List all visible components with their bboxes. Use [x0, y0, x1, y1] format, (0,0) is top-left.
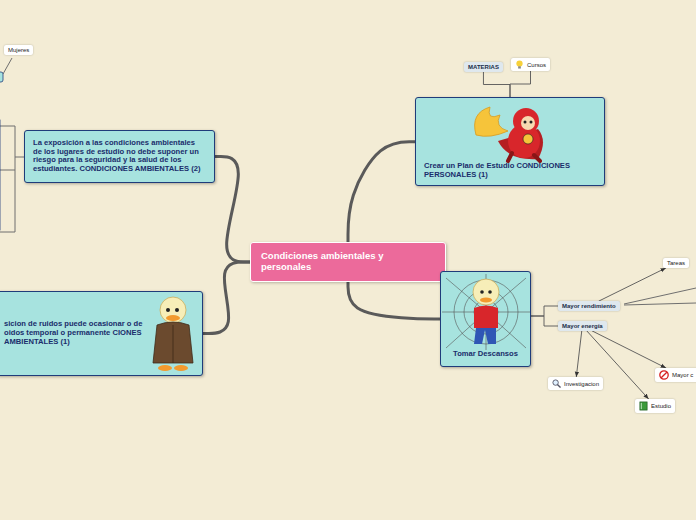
drawing-part	[640, 403, 642, 409]
hero-illustration	[468, 101, 560, 163]
drawing-part	[166, 315, 180, 321]
drawing-part	[480, 290, 484, 294]
branch-lines	[0, 58, 696, 305]
leaf-chip: Investigacion	[548, 377, 603, 390]
drawing-part	[474, 328, 496, 344]
topic-box: Crear un Plan de Estudio CONDICIONES PER…	[415, 97, 605, 186]
drawing-part	[160, 297, 186, 323]
mujeres-line	[3, 58, 12, 74]
topic-box: La exposición a las condiciones ambienta…	[24, 130, 215, 183]
drawing-part	[475, 107, 508, 136]
drawing-part	[173, 325, 174, 363]
drawing-part	[454, 280, 518, 344]
main-branch	[215, 156, 250, 261]
book-icon	[639, 401, 648, 411]
arrow-connector	[599, 268, 666, 301]
node-label: MATERIAS	[468, 64, 499, 70]
leaf-chip: Estudio	[635, 399, 675, 413]
drawing-part	[524, 121, 527, 124]
branch-line	[531, 306, 558, 316]
main-branch	[348, 282, 440, 319]
node-label: Cursos	[527, 62, 546, 68]
drawing-part	[516, 60, 522, 66]
subtopic-chip: Mayor rendimiento	[558, 301, 620, 311]
offscreen-node	[0, 72, 3, 82]
node-text: La exposición a las condiciones ambienta…	[33, 139, 206, 174]
subtopic-chip: Mayor energía	[558, 321, 607, 331]
node-label: Estudio	[651, 403, 671, 409]
node-text: Tomar Descansos	[445, 350, 526, 359]
node-text: sicion de ruidos puede ocasionar o de oi…	[4, 320, 144, 346]
drawing-part	[557, 384, 560, 387]
arrow-connector	[576, 331, 581, 377]
drawing-part	[166, 308, 170, 312]
no-entry-icon	[659, 370, 669, 380]
leaf-chip: Tareas	[663, 258, 689, 268]
subtopic-chip: Cursos	[511, 58, 550, 71]
node-label: Mayor c	[672, 372, 693, 378]
spider-illustration	[442, 274, 530, 350]
branch-line	[531, 316, 558, 326]
main-branch	[203, 262, 250, 334]
subtopic-chip: MATERIAS	[464, 62, 503, 72]
topic-box: sicion de ruidos puede ocasionar o de oi…	[0, 291, 203, 376]
drawing-part	[474, 306, 498, 329]
drawing-part	[480, 298, 492, 303]
drawing-part	[442, 274, 530, 350]
branch-line	[510, 71, 531, 97]
drawing-part	[640, 402, 647, 410]
drawing-part	[488, 290, 492, 294]
drawing-part	[473, 279, 499, 305]
drawing-part	[442, 274, 530, 350]
right-lines	[624, 288, 696, 305]
drawing-part	[518, 66, 521, 68]
drawing-part	[508, 153, 540, 161]
drawing-part	[660, 371, 668, 379]
left-bracket	[0, 126, 24, 232]
leaf-chip: Mayor c	[655, 368, 696, 382]
node-text: Crear un Plan de Estudio CONDICIONES PER…	[424, 162, 596, 179]
drawing-part	[153, 322, 193, 363]
drawing-part	[174, 365, 188, 371]
drawing-part	[513, 108, 539, 134]
node-label: Mujeres	[8, 47, 29, 53]
drawing-part	[530, 121, 533, 124]
magnifier-icon	[552, 379, 561, 388]
branch-line	[483, 72, 510, 97]
central-topic: Condiciones ambientales y personales	[250, 242, 446, 282]
node-label: Investigacion	[564, 381, 599, 387]
arrow-connector	[592, 331, 666, 368]
character-illustration	[147, 295, 199, 375]
leaf-chip: Mujeres	[4, 45, 33, 55]
drawing-part	[521, 116, 535, 130]
bulb-icon	[515, 60, 524, 69]
node-text: Condiciones ambientales y personales	[261, 251, 435, 273]
node-label: Mayor energía	[562, 323, 603, 329]
topic-box: Tomar Descansos	[440, 271, 531, 367]
node-label: Tareas	[667, 260, 685, 266]
node-label: Mayor rendimiento	[562, 303, 616, 309]
drawing-part	[175, 308, 179, 312]
main-branch	[348, 142, 415, 242]
drawing-part	[661, 372, 667, 378]
drawing-part	[158, 365, 172, 371]
drawing-part	[523, 134, 533, 144]
